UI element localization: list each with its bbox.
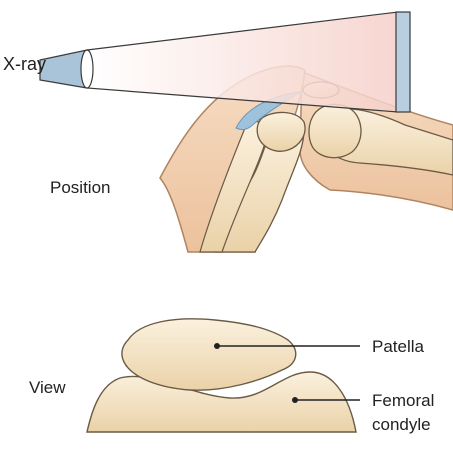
xray-source-tube [40, 50, 87, 88]
position-label: Position [50, 178, 110, 197]
beam-cone [87, 12, 398, 112]
detector-plate [396, 12, 410, 112]
femoral-condyle-position [309, 104, 361, 157]
xray-label: X-ray [3, 54, 46, 74]
view-label: View [29, 378, 66, 397]
xray-source-aperture [81, 50, 93, 88]
patella-label: Patella [372, 337, 425, 356]
femoral-label-line2: condyle [372, 415, 431, 434]
patella-view [122, 319, 296, 390]
femoral-label-line1: Femoral [372, 391, 434, 410]
skyline-view [87, 319, 360, 432]
xray-beam [40, 12, 410, 112]
